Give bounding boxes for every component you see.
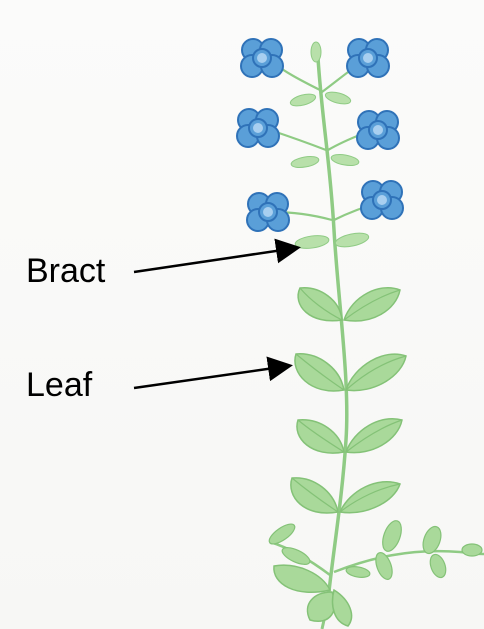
bract-arrow xyxy=(134,248,296,272)
leaf xyxy=(346,354,406,390)
bract-label: Bract xyxy=(26,254,105,288)
leaf-label: Leaf xyxy=(26,368,92,402)
leaf-veins xyxy=(292,288,406,512)
leaf xyxy=(333,590,352,626)
leaf xyxy=(307,592,334,621)
leaf xyxy=(346,419,402,453)
leaf-arrow xyxy=(134,366,288,388)
